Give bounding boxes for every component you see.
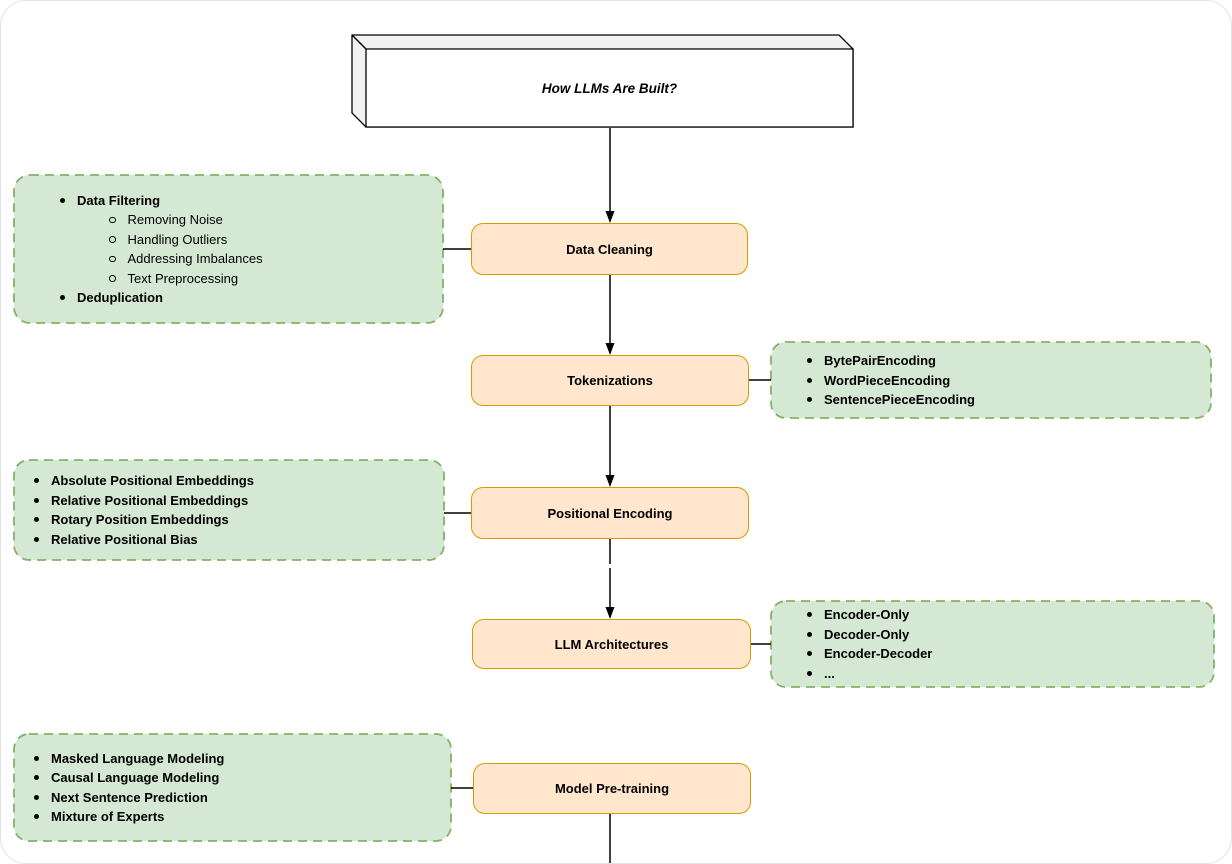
note-data-cleaning: Data Filtering Removing Noise Handling O… — [14, 175, 443, 323]
title-cube-edge — [351, 34, 367, 50]
diagram-title: How LLMs Are Built? — [541, 80, 678, 96]
list-item: Deduplication — [14, 288, 443, 308]
node-llm-architectures: LLM Architectures — [472, 619, 751, 669]
list-item-label: Relative Positional Bias — [51, 531, 198, 547]
list-item: Next Sentence Prediction — [14, 788, 451, 808]
list-item-label: Addressing Imbalances — [127, 251, 263, 267]
node-label: LLM Architectures — [554, 636, 669, 652]
note-llm-architectures: Encoder-Only Decoder-Only Encoder-Decode… — [771, 601, 1214, 687]
list-item-label: Encoder-Only — [824, 607, 910, 623]
list-item-label: Causal Language Modeling — [51, 770, 220, 786]
node-tokenizations: Tokenizations — [471, 355, 749, 406]
list-item: Text Preprocessing — [14, 269, 443, 289]
list-item-label: Absolute Positional Embeddings — [51, 473, 254, 489]
node-data-cleaning: Data Cleaning — [471, 223, 748, 275]
list-item: ... — [771, 664, 1214, 684]
note-positional-encoding: Absolute Positional Embeddings Relative … — [14, 460, 444, 560]
list-item-label: Rotary Position Embeddings — [51, 512, 229, 528]
note-tokenizations: BytePairEncoding WordPieceEncoding Sente… — [771, 342, 1211, 418]
list-item: Causal Language Modeling — [14, 768, 451, 788]
list-item-label: Relative Positional Embeddings — [51, 492, 249, 508]
list-item-label: BytePairEncoding — [824, 353, 936, 368]
list-item-label: Text Preprocessing — [127, 270, 239, 286]
list-item: Decoder-Only — [771, 625, 1214, 645]
list-item-label: Encoder-Decoder — [824, 646, 933, 662]
list-item-label: Decoder-Only — [824, 626, 910, 642]
list-item: Mixture of Experts — [14, 807, 451, 827]
list-item: WordPieceEncoding — [771, 370, 1211, 390]
list-item: Addressing Imbalances — [14, 249, 443, 269]
list-item: Masked Language Modeling — [14, 749, 451, 769]
list-item-label: WordPieceEncoding — [824, 372, 951, 388]
list-item-label: SentencePieceEncoding — [824, 392, 975, 407]
list-item: SentencePieceEncoding — [771, 390, 1211, 410]
list-item: Handling Outliers — [14, 230, 443, 250]
list-item-label: ... — [824, 665, 835, 681]
node-label: Positional Encoding — [547, 505, 673, 521]
list-item-label: Next Sentence Prediction — [51, 789, 208, 805]
list-item: Absolute Positional Embeddings — [14, 471, 444, 491]
list-item-label: Removing Noise — [127, 212, 223, 228]
note-model-pretraining: Masked Language Modeling Causal Language… — [14, 734, 451, 841]
node-positional-encoding: Positional Encoding — [471, 487, 749, 539]
list-item: Relative Positional Embeddings — [14, 491, 444, 511]
node-label: Data Cleaning — [566, 241, 653, 257]
list-item-label: Handling Outliers — [127, 231, 228, 247]
list-item-label: Deduplication — [77, 290, 163, 306]
list-item-label: Data Filtering — [77, 192, 161, 208]
list-item: Rotary Position Embeddings — [14, 510, 444, 530]
list-item-label: Mixture of Experts — [51, 809, 165, 825]
list-item: Relative Positional Bias — [14, 530, 444, 550]
title-cube-front — [365, 48, 854, 128]
list-item: Removing Noise — [14, 210, 443, 230]
list-item-label: Masked Language Modeling — [51, 750, 225, 766]
list-item: Encoder-Only — [771, 605, 1214, 625]
node-model-pretraining: Model Pre-training — [473, 763, 751, 814]
list-item: Data Filtering — [14, 191, 443, 211]
list-item: Encoder-Decoder — [771, 644, 1214, 664]
node-label: Model Pre-training — [554, 781, 670, 796]
list-item: BytePairEncoding — [771, 351, 1211, 371]
node-label: Tokenizations — [567, 373, 653, 388]
